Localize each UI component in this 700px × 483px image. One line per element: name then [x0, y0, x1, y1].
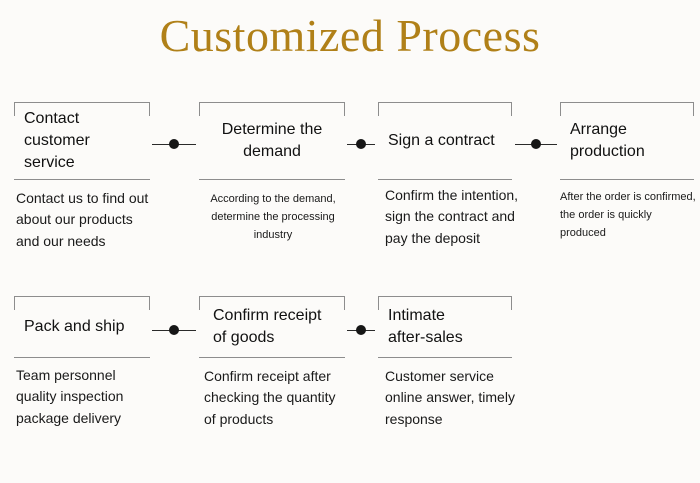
connector-dot-icon	[356, 139, 366, 149]
step-title: Determine the demand	[221, 120, 323, 160]
step-card-confirm-receipt-of-goods[interactable]: Confirm receipt of goods Confirm receipt…	[199, 296, 345, 427]
step-card-intimate-after-sales[interactable]: Intimate after-sales Customer service on…	[378, 296, 515, 427]
step-box: Contact customer service	[14, 102, 150, 180]
step-card-contact-customer-service[interactable]: Contact customer service Contact us to f…	[14, 102, 150, 249]
connector-dot-icon	[531, 139, 541, 149]
page-title: Customized Process	[159, 10, 541, 61]
connector-dot-icon	[169, 325, 179, 335]
step-title: Pack and ship	[24, 317, 125, 335]
step-box: Arrange production	[560, 102, 694, 180]
step-description: Contact us to find out about our product…	[16, 190, 149, 249]
connector-3-4	[515, 138, 557, 150]
step-title: Arrange production	[570, 120, 645, 160]
step-description: Customer service online answer, timely r…	[385, 368, 515, 427]
step-card-sign-a-contract[interactable]: Sign a contract Confirm the intention, s…	[378, 102, 518, 246]
connector-1-2	[152, 138, 196, 150]
step-description: Confirm the intention, sign the contract…	[385, 187, 519, 246]
step-card-determine-the-demand[interactable]: Determine the demand According to the de…	[199, 102, 345, 241]
connector-6-7	[347, 324, 375, 336]
step-card-arrange-production[interactable]: Arrange production After the order is co…	[560, 102, 696, 239]
step-description: Team personnel quality inspection packag…	[16, 367, 124, 426]
connector-dot-icon	[356, 325, 366, 335]
step-card-pack-and-ship[interactable]: Pack and ship Team personnel quality ins…	[14, 296, 150, 426]
connector-2-3	[347, 138, 375, 150]
step-title: Confirm receipt of goods	[213, 306, 322, 346]
step-box: Intimate after-sales	[378, 296, 512, 358]
step-box: Pack and ship	[14, 296, 150, 358]
step-title: Intimate after-sales	[388, 306, 463, 346]
step-description: Confirm receipt after checking the quant…	[204, 368, 336, 427]
step-box: Sign a contract	[378, 102, 512, 180]
step-box: Determine the demand	[199, 102, 345, 180]
step-description: After the order is confirmed, the order …	[560, 191, 696, 240]
connector-dot-icon	[169, 139, 179, 149]
step-box: Confirm receipt of goods	[199, 296, 345, 358]
connector-5-6	[152, 324, 196, 336]
step-title: Contact customer service	[24, 109, 90, 172]
step-title: Sign a contract	[388, 131, 495, 149]
step-description: According to the demand, determine the p…	[210, 193, 336, 242]
